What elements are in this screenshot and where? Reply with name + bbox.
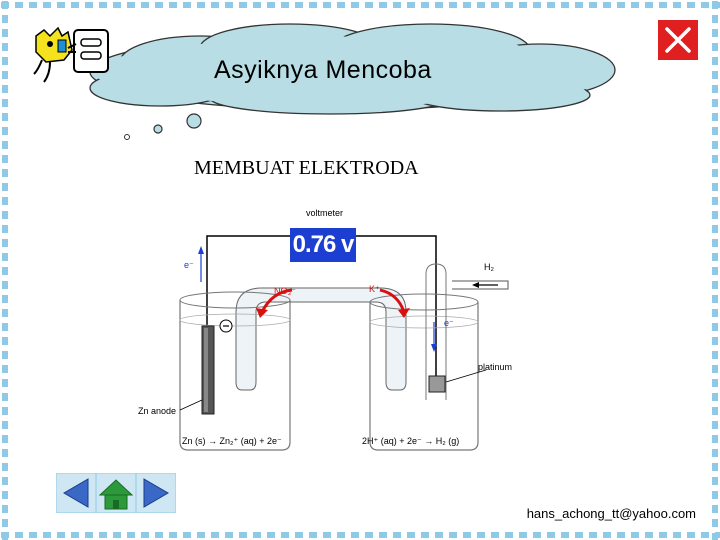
voltage-readout: 0.76 v (290, 228, 356, 262)
next-slide-button[interactable] (136, 473, 176, 513)
cartoon-plug-icon (33, 26, 109, 83)
electron-right-label: e⁻ (444, 318, 454, 328)
zn-anode-label: Zn anode (138, 406, 177, 416)
right-half-equation: 2H⁺ (aq) + 2e⁻ → H₂ (g) (362, 436, 460, 446)
left-half-equation: Zn (s) → Zn₂⁺ (aq) + 2e⁻ (182, 436, 282, 446)
triangle-left-icon (63, 478, 89, 508)
potassium-label: K⁺ (369, 284, 380, 294)
previous-slide-button[interactable] (56, 473, 96, 513)
close-button[interactable] (658, 20, 698, 60)
platinum-label: platinum (478, 362, 513, 372)
triangle-right-icon (143, 478, 169, 508)
slide-subtitle: MEMBUAT ELEKTRODA (194, 157, 419, 179)
close-x-icon (665, 27, 691, 53)
h2-label: H₂ (484, 262, 494, 272)
electrochemical-cell-diagram (179, 235, 509, 451)
electron-left-label: e⁻ (184, 260, 194, 270)
slide-title: Asyiknya Mencoba (214, 56, 432, 84)
home-icon (98, 479, 134, 510)
home-button[interactable] (96, 473, 136, 513)
title-cloud (89, 23, 616, 140)
nitrate-label: NO₃⁻ (274, 286, 296, 296)
voltmeter-label: voltmeter (306, 208, 344, 218)
author-email: hans_achong_tt@yahoo.com (526, 506, 696, 521)
